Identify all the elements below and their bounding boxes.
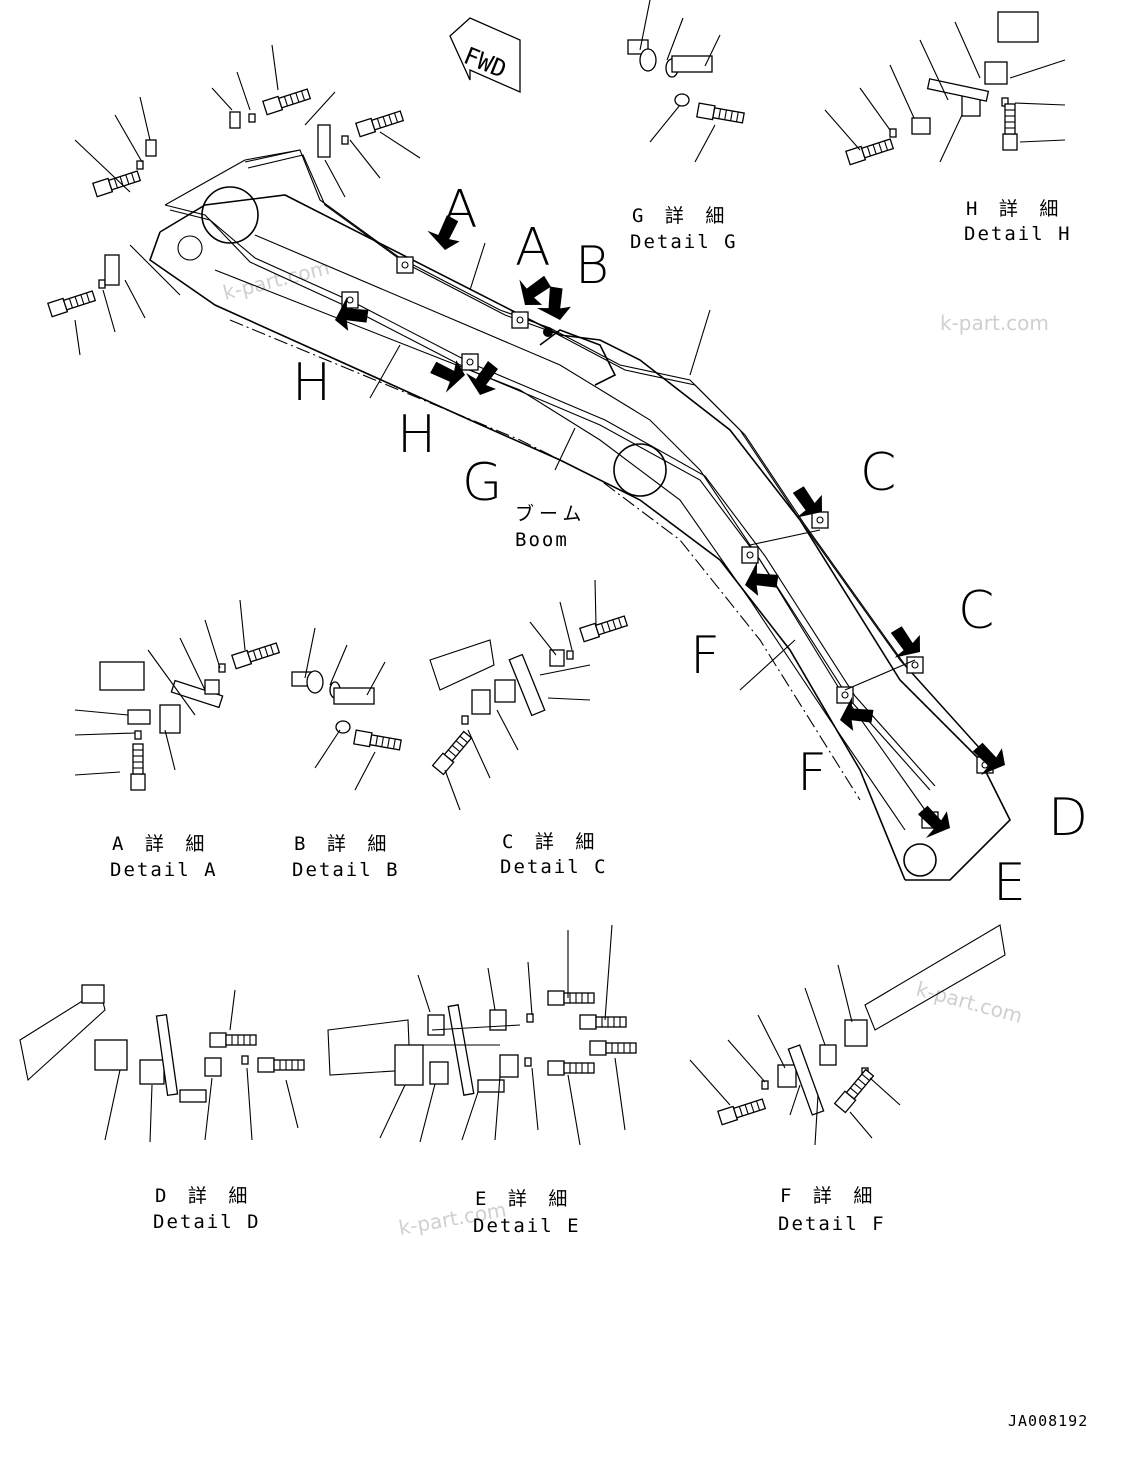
detail-c-title-en: Detail C bbox=[500, 856, 608, 878]
detail-e-title-en: Detail E bbox=[473, 1215, 581, 1237]
callout-h-1: H bbox=[292, 353, 331, 413]
detail-h-drawing bbox=[824, 11, 1066, 166]
detail-a-title-jp: A 詳 細 bbox=[112, 833, 209, 855]
detail-b-title-jp: B 詳 細 bbox=[294, 833, 391, 855]
callout-f-1: F bbox=[690, 626, 720, 686]
callout-d: D bbox=[1048, 788, 1088, 848]
detail-e-drawing bbox=[327, 924, 637, 1146]
detail-g-title-jp: G 詳 細 bbox=[632, 205, 729, 227]
callout-c-2: C bbox=[958, 581, 994, 641]
boom-label-jp: ブーム bbox=[515, 502, 586, 525]
drawing-number: JA008192 bbox=[1008, 1412, 1088, 1430]
detail-c-title-jp: C 詳 細 bbox=[502, 831, 599, 853]
detail-c-drawing bbox=[429, 579, 629, 811]
detail-f-drawing bbox=[689, 924, 1006, 1146]
boom-label-en: Boom bbox=[515, 529, 569, 551]
callout-a-2: A bbox=[515, 218, 551, 278]
fwd-direction-marker: FWD bbox=[449, 17, 521, 93]
detail-b-title-en: Detail B bbox=[292, 859, 400, 881]
callout-h-2: H bbox=[397, 405, 436, 465]
callout-c-1: C bbox=[860, 443, 896, 503]
detail-a-title-en: Detail A bbox=[110, 859, 218, 881]
upper-left-fasteners bbox=[47, 44, 421, 356]
detail-d-drawing bbox=[19, 984, 305, 1143]
watermark-3: k-part.com bbox=[914, 977, 1025, 1028]
detail-d-title-en: Detail D bbox=[153, 1211, 261, 1233]
callout-g: G bbox=[462, 453, 502, 513]
detail-d-title-jp: D 詳 細 bbox=[155, 1185, 252, 1207]
watermark-2: k-part.com bbox=[940, 311, 1049, 335]
detail-f-title-en: Detail F bbox=[778, 1213, 886, 1235]
detail-f-title-jp: F 詳 細 bbox=[780, 1185, 877, 1207]
callout-a-1: A bbox=[442, 180, 478, 240]
detail-a-drawing bbox=[74, 599, 281, 791]
detail-b-drawing bbox=[291, 627, 403, 791]
callout-b: B bbox=[575, 236, 609, 296]
detail-e-title-jp: E 詳 細 bbox=[475, 1188, 572, 1210]
callout-e: E bbox=[993, 853, 1026, 913]
watermark-1: k-part.com bbox=[220, 255, 331, 305]
callout-f-2: F bbox=[797, 743, 827, 803]
detail-g-title-en: Detail G bbox=[630, 231, 738, 253]
boom-assembly bbox=[149, 149, 1011, 881]
detail-g-drawing bbox=[627, 0, 746, 163]
detail-h-title-jp: H 詳 細 bbox=[966, 198, 1063, 220]
detail-h-title-en: Detail H bbox=[964, 223, 1072, 245]
